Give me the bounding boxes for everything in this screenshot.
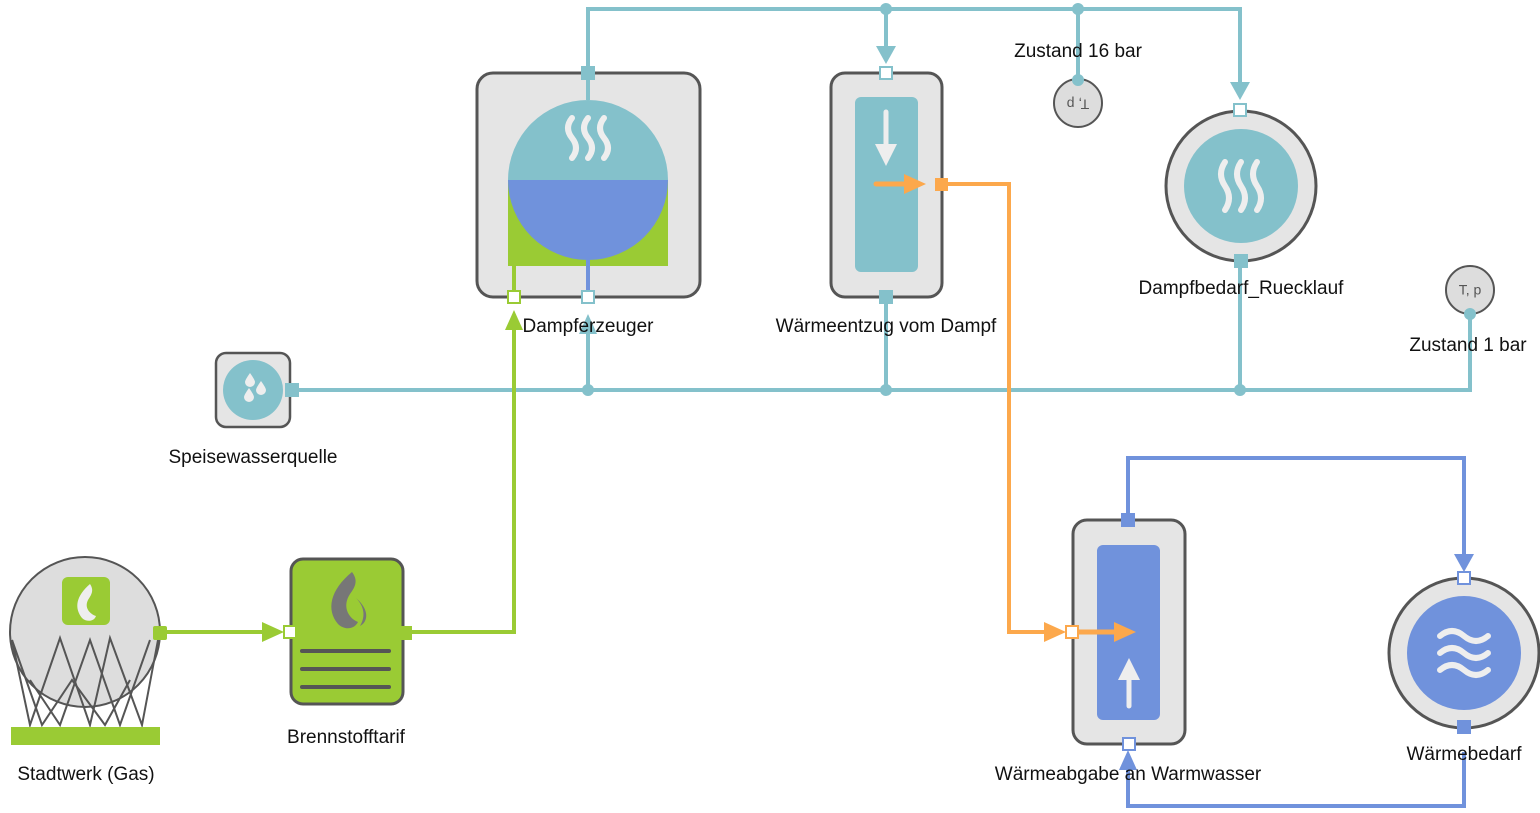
port-feedwater-in[interactable] [581,290,595,304]
steam-boiler-icon [565,115,611,161]
steam-demand-icon [1218,159,1264,213]
sensor-zustand-1bar[interactable]: T, p Zustand 1 bar [1409,265,1527,356]
flow-arrow-icon [876,46,896,64]
port-steam-in[interactable] [1233,103,1247,117]
component-dampferzeuger[interactable]: Dampferzeuger [475,66,702,337]
tank-legs [11,634,159,729]
port-water-return-in[interactable] [1122,737,1136,751]
hot-water-return-pipe[interactable] [1126,752,1466,808]
port-condensate-out[interactable] [1234,254,1248,268]
fuel-pipe-to-boiler[interactable] [410,318,516,634]
sensor-label: Zustand 16 bar [1014,41,1142,62]
steam-junctions [582,3,1246,396]
component-waermeabgabe[interactable]: Wärmeabgabe an Warmwasser [995,513,1262,785]
component-label: Wärmeentzug vom Dampf [776,316,997,337]
component-waermeentzug[interactable]: Wärmeentzug vom Dampf [776,66,997,337]
sensor-connector [1072,74,1084,86]
feedwater-return-pipe[interactable] [290,314,1472,392]
port-heat-out[interactable] [935,178,948,191]
junction-dot [582,384,594,396]
port-water-out[interactable] [1457,720,1471,734]
arrow-down-icon [875,109,897,166]
flame-icon [77,584,96,621]
steam-header-pipe[interactable] [586,7,1242,88]
port-fuel-in[interactable] [507,290,521,304]
water-pipes [1126,456,1466,808]
component-speisewasser[interactable]: Speisewasserquelle [169,351,338,468]
component-brennstoff[interactable]: Brennstofftarif [283,557,412,748]
component-label: Stadtwerk (Gas) [17,764,154,785]
heat-transfer-pipe[interactable] [948,182,1050,634]
sensor-label: Zustand 1 bar [1409,335,1527,356]
flow-arrow-icon [1454,554,1474,572]
tariff-lines [300,649,391,689]
flame-icon [331,572,367,629]
component-label: Wärmebedarf [1406,744,1522,765]
sensor-connector [1464,308,1476,320]
port-heat-in[interactable] [1065,625,1079,639]
junction-dot [880,3,892,15]
water-section [508,180,668,260]
flow-arrow-icon [505,310,523,330]
flow-arrow-icon [1230,82,1250,100]
junction-dot [880,384,892,396]
flow-arrow-icon [579,314,597,334]
port-gas-out[interactable] [153,626,167,640]
component-label: Dampferzeuger [523,316,655,337]
component-label: Wärmeabgabe an Warmwasser [995,764,1262,785]
fuel-pipes [160,318,516,634]
port-fuel-out[interactable] [398,626,412,640]
port-steam-out[interactable] [581,66,595,80]
port-fuel-in[interactable] [283,625,297,639]
port-hot-water-out[interactable] [1121,513,1135,527]
component-label: Dampfbedarf_Ruecklauf [1139,278,1345,299]
heat-demand-icon [1437,628,1491,678]
junction-dot [1234,384,1246,396]
flow-arrow-icon [1119,750,1137,770]
port-steam-in[interactable] [879,66,893,80]
sensor-readout: T, p [1459,282,1482,298]
steam-pipes [290,7,1472,392]
source-core [223,360,283,420]
water-drops-icon [244,373,266,402]
hot-water-supply-pipe[interactable] [1126,456,1466,560]
sensor-zustand-16bar[interactable]: T, p Zustand 16 bar [1014,41,1143,128]
flow-arrow-icon [1044,622,1066,642]
sensor-readout: T, p [1067,96,1090,112]
component-waermebedarf[interactable]: Wärmebedarf [1387,571,1540,765]
component-label: Speisewasserquelle [169,447,338,468]
port-water-in[interactable] [1457,571,1471,585]
heat-in-arrow-icon [1078,622,1136,642]
component-stadtwerk[interactable]: Stadtwerk (Gas) [9,556,167,785]
heat-out-arrow-icon [873,174,926,194]
flow-arrow-icon [262,622,284,642]
component-dampfbedarf[interactable]: Dampfbedarf_Ruecklauf [1139,103,1345,299]
component-label: Brennstofftarif [287,727,406,748]
tank-base [11,727,160,745]
junction-dot [1072,3,1084,15]
port-water-out[interactable] [285,383,299,397]
arrow-up-icon [1118,658,1140,709]
port-condensate-out[interactable] [879,290,893,304]
